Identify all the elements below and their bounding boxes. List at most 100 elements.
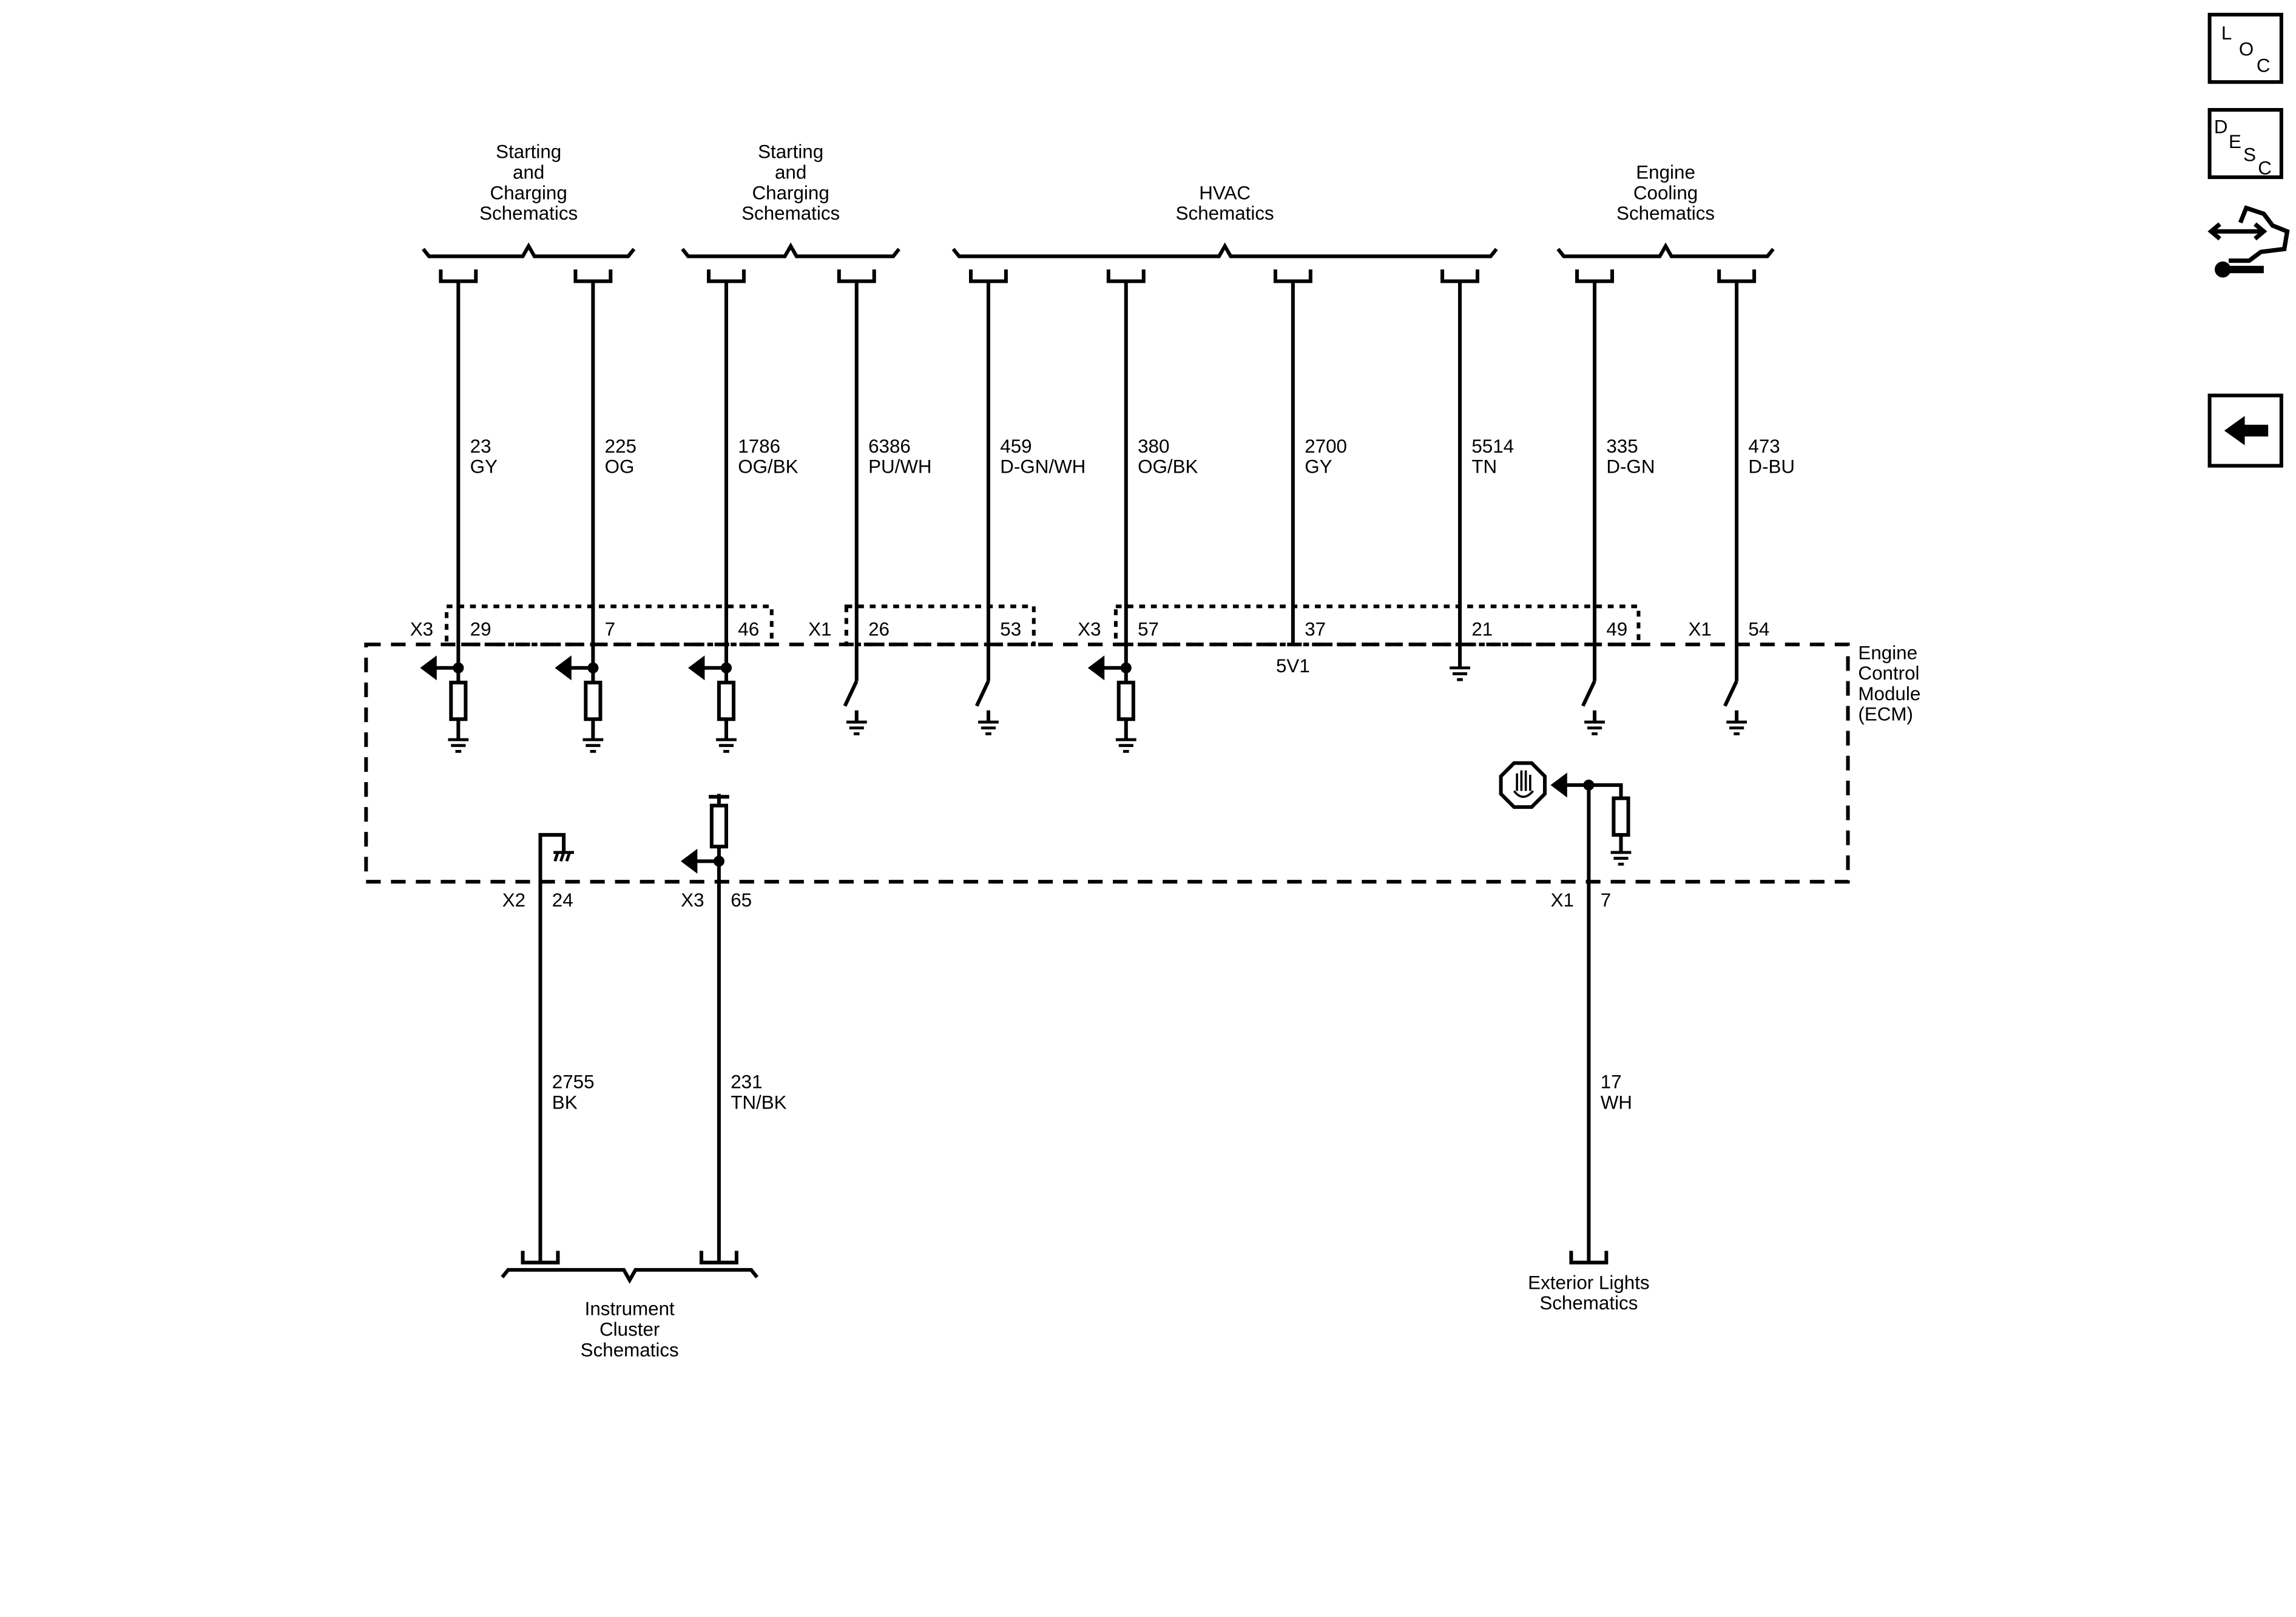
- arrow-icon: [420, 655, 437, 681]
- wire-color: TN: [1471, 456, 1497, 478]
- loc-button[interactable]: LOC: [2207, 13, 2283, 84]
- ground-icon: [582, 738, 604, 753]
- wire-color: D-BU: [1748, 456, 1795, 478]
- group-label: Engine: [1636, 161, 1695, 183]
- connector-id: X2: [502, 890, 525, 911]
- chassis-ground-icon: [553, 851, 575, 862]
- connector-repair-icon[interactable]: [2207, 205, 2290, 278]
- svg-text:C: C: [2257, 55, 2271, 76]
- connector-symbol: [837, 269, 876, 283]
- circuit-number: 2700: [1305, 436, 1347, 457]
- group-bracket: [501, 1268, 759, 1284]
- ecm-label-2: Control: [1858, 663, 1919, 684]
- svg-text:D: D: [2214, 116, 2228, 138]
- connector-symbol: [1273, 269, 1312, 283]
- ground-icon: [1584, 720, 1605, 735]
- connector-id: X3: [1078, 619, 1101, 640]
- group-label: Schematics: [1176, 203, 1274, 224]
- pin-number: 29: [470, 619, 491, 640]
- connector-id: X1: [1551, 890, 1574, 911]
- back-arrow-button[interactable]: [2207, 393, 2283, 468]
- pin-number: 24: [552, 890, 573, 911]
- svg-text:S: S: [2243, 144, 2256, 166]
- group-label: Starting: [758, 141, 823, 163]
- circuit-number: 2755: [552, 1072, 595, 1093]
- wire-color: GY: [1305, 456, 1332, 478]
- wire-color: WH: [1601, 1092, 1632, 1113]
- circuit-number: 1786: [738, 436, 780, 457]
- group-label: and: [513, 161, 544, 183]
- connector-symbol: [968, 269, 1008, 283]
- ground-icon: [1610, 851, 1632, 866]
- group-label: Schematics: [479, 203, 578, 224]
- switch-icon: [1723, 680, 1738, 707]
- svg-text:O: O: [2239, 39, 2254, 60]
- connector-symbol: [439, 269, 478, 283]
- arrow-icon: [680, 848, 698, 874]
- pin-number: 49: [1606, 619, 1627, 640]
- pin-number: 7: [605, 619, 615, 640]
- arrow-icon: [1550, 772, 1567, 798]
- pin-number: 54: [1748, 619, 1769, 640]
- resistor-icon: [709, 803, 728, 849]
- group-bracket: [951, 242, 1498, 258]
- group-label: Instrument: [585, 1298, 675, 1320]
- resistor-icon: [449, 680, 468, 721]
- pin-number: 65: [731, 890, 752, 911]
- connector-symbol: [573, 269, 613, 283]
- connector-symbol: [521, 1251, 560, 1264]
- splice-dot: [713, 856, 724, 867]
- ground-icon: [1450, 666, 1470, 681]
- reference-voltage: 5V1: [1276, 655, 1310, 677]
- pin-number: 53: [1000, 619, 1021, 640]
- ground-icon: [846, 720, 867, 735]
- ground-icon: [448, 738, 469, 753]
- wire-color: OG/BK: [1138, 456, 1198, 478]
- group-bracket: [1556, 242, 1775, 258]
- group-label: Schematics: [1616, 203, 1715, 224]
- pin-number: 37: [1305, 619, 1326, 640]
- switch-icon: [974, 680, 990, 707]
- group-label: HVAC: [1199, 182, 1251, 203]
- circuit-number: 335: [1606, 436, 1638, 457]
- group-label: and: [775, 161, 806, 183]
- circuit-number: 231: [731, 1072, 762, 1093]
- resistor-icon: [584, 680, 603, 721]
- ground-icon: [1726, 720, 1747, 735]
- connector-symbol: [1569, 1251, 1609, 1264]
- arrow-icon: [688, 655, 705, 681]
- connector-id: X1: [1688, 619, 1711, 640]
- ecm-label-1: Engine: [1858, 642, 1917, 663]
- circuit-number: 6386: [868, 436, 911, 457]
- svg-text:E: E: [2229, 131, 2241, 152]
- wire: [538, 832, 566, 1263]
- group-label: Schematics: [581, 1339, 679, 1360]
- wire: [1589, 783, 1623, 798]
- circuit-number: 17: [1601, 1072, 1622, 1093]
- connector-symbol: [1717, 269, 1757, 283]
- connector-id: X3: [410, 619, 433, 640]
- connector-symbol: [707, 269, 746, 283]
- wire-color: D-GN/WH: [1000, 456, 1086, 478]
- ecm-label-3: Module: [1858, 683, 1920, 704]
- connector-x3b-box: [1113, 604, 1641, 647]
- circuit-number: 380: [1138, 436, 1169, 457]
- group-bracket: [681, 242, 901, 258]
- pin-number: 26: [868, 619, 890, 640]
- group-label: Cooling: [1633, 182, 1698, 203]
- ecm-boundary: [364, 643, 1850, 884]
- group-label: Cluster: [599, 1319, 660, 1340]
- connector-id: X3: [681, 890, 704, 911]
- group-label: Schematics: [1539, 1292, 1638, 1314]
- connector-id: X1: [808, 619, 831, 640]
- resistor-icon: [717, 680, 736, 721]
- switch-icon: [843, 680, 859, 707]
- wire-color: BK: [552, 1092, 578, 1113]
- circuit-number: 5514: [1471, 436, 1514, 457]
- group-label: Starting: [496, 141, 561, 163]
- group-label: Charging: [490, 182, 567, 203]
- wire-color: TN/BK: [731, 1092, 786, 1113]
- ground-icon: [978, 720, 999, 735]
